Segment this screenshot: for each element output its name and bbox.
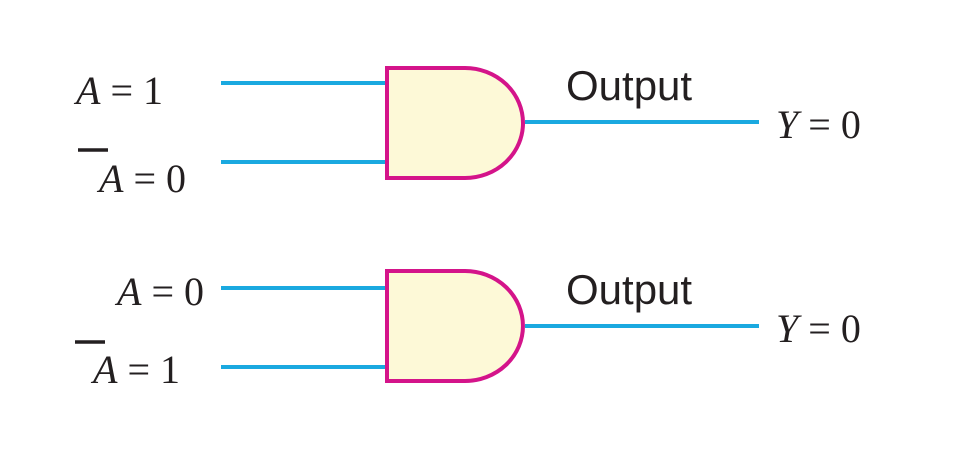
gate-2: A = 0 A = 1 Output Y = 0: [75, 266, 861, 392]
gate-2-and-gate-body: [385, 269, 525, 383]
gate-2-output-label: Output: [566, 266, 692, 313]
gate-1-input-a-label: A = 1: [73, 68, 163, 113]
gate-1-output-label: Output: [566, 62, 692, 109]
gate-2-input-a-label: A = 0: [114, 269, 204, 314]
gate-1-input-abar-label: A = 0: [96, 156, 186, 201]
gate-2-input-abar-label: A = 1: [90, 347, 180, 392]
gate-1-output-value: Y = 0: [776, 102, 861, 147]
gate-2-output-value: Y = 0: [776, 306, 861, 351]
gate-1-and-gate-body: [385, 66, 525, 180]
gate-1: A = 1 A = 0 Output Y = 0: [73, 62, 861, 201]
